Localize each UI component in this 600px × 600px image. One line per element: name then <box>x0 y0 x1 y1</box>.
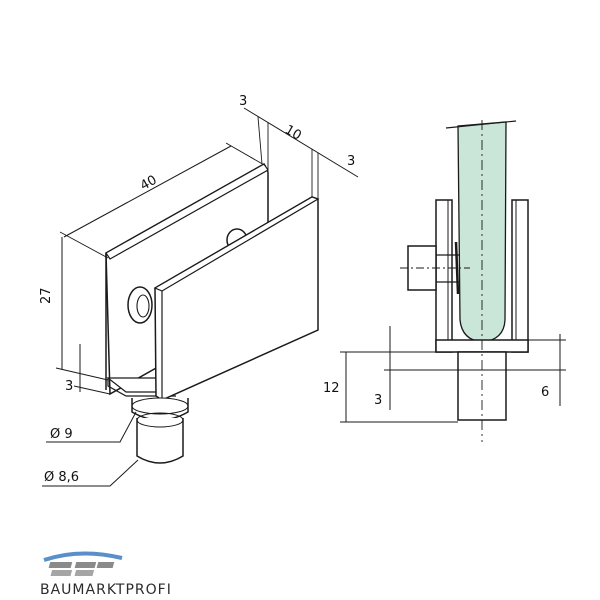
dim-27-label: 27 <box>39 287 54 304</box>
base-plate-side <box>107 378 176 397</box>
bolt-head-front-inner <box>136 294 150 318</box>
section-view: 12 3 6 <box>323 120 566 442</box>
pin-top <box>136 412 184 428</box>
logo-roof-icon <box>43 551 123 576</box>
dim-40-line <box>63 145 232 238</box>
side-bolt-tip <box>454 241 460 295</box>
dim-40-label: 40 <box>138 173 160 194</box>
dim-3-top-label: 3 <box>239 94 247 109</box>
dim-3-left-ext <box>73 385 111 395</box>
right-clamp-plate <box>511 199 529 353</box>
glass-top-edge <box>445 120 517 129</box>
logo-text: BAUMARKTPROFI <box>40 582 172 598</box>
dim-top-ext-1 <box>257 116 263 165</box>
dim-12-label: 12 <box>323 381 340 396</box>
pin-body <box>136 418 184 464</box>
dim-dia86-label: Ø 8,6 <box>44 470 79 485</box>
dim-6-label: 6 <box>541 385 549 400</box>
collar-top <box>131 397 189 415</box>
baumarktprofi-logo: BAUMARKTPROFI <box>40 548 172 598</box>
dim-40-ext-left <box>59 231 109 259</box>
left-clamp-plate <box>435 199 453 353</box>
dim-top-line <box>243 107 359 178</box>
dim-3-side-label: 3 <box>374 393 382 408</box>
dim-dia9-leader <box>46 411 137 443</box>
dim-27-ext <box>55 367 109 381</box>
dim-3-left-label: 3 <box>65 379 73 394</box>
dim-dia9-label: Ø 9 <box>50 427 73 442</box>
dim-10-label: 10 <box>282 122 304 143</box>
dim-dia86-leader <box>42 459 139 487</box>
dim-40-ext-right <box>225 142 267 167</box>
isometric-view: 40 3 10 3 27 3 Ø 9 Ø 8,6 <box>39 94 359 487</box>
dim-3-right-label: 3 <box>347 154 355 169</box>
